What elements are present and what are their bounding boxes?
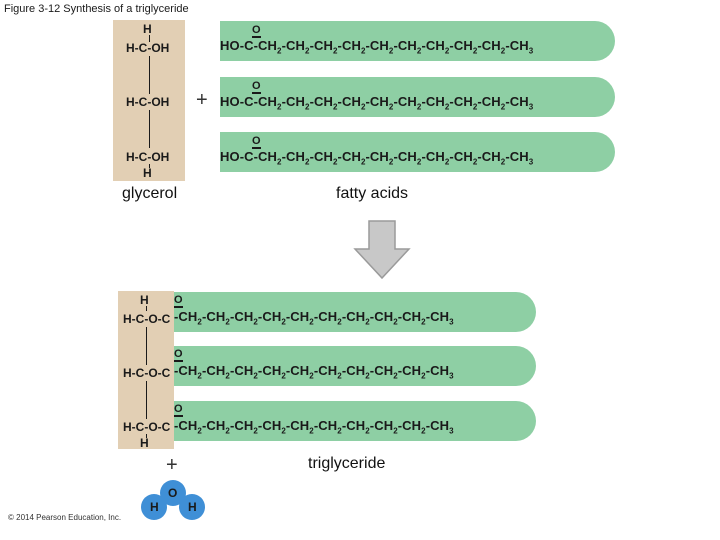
triglyceride-row-1: H-C-O-C xyxy=(123,312,171,326)
glycerol-bond-bottom xyxy=(149,164,150,168)
triglyceride-chain-bar-1: -CH2-CH2-CH2-CH2-CH2-CH2-CH2-CH2-CH2-CH3 xyxy=(174,292,536,332)
water-oxygen: O xyxy=(168,486,178,500)
plus-sign: + xyxy=(196,89,208,111)
glycerol-row-2: H-C-OH xyxy=(126,95,170,109)
ester-carbonyl-oxygen: O xyxy=(174,294,183,308)
glycerol-bond-2-3 xyxy=(149,110,150,148)
copyright-credit: © 2014 Pearson Education, Inc. xyxy=(8,513,122,522)
triglyceride-chain: -CH2-CH2-CH2-CH2-CH2-CH2-CH2-CH2-CH2-CH3 xyxy=(174,418,454,436)
glycerol-bond-1-2 xyxy=(149,56,150,94)
carbonyl-oxygen: O xyxy=(252,24,261,38)
water-hydrogen-left: H xyxy=(150,500,159,514)
glycerol-row-3: H-C-OH xyxy=(126,150,170,164)
glycerol-top-h: H xyxy=(143,22,152,36)
triglyceride-bottom-h: H xyxy=(140,436,149,450)
triglyceride-row-3: H-C-O-C xyxy=(123,420,171,434)
ester-carbonyl-oxygen: O xyxy=(174,403,183,417)
glycerol-bottom-h: H xyxy=(143,166,152,180)
ester-carbonyl-oxygen: O xyxy=(174,348,183,362)
fatty-acid-chain: HO-C-CH2-CH2-CH2-CH2-CH2-CH2-CH2-CH2-CH2… xyxy=(220,149,534,167)
glycerol-row-1: H-C-OH xyxy=(126,41,170,55)
figure-title: Figure 3-12 Synthesis of a triglyceride xyxy=(4,3,189,15)
triglyceride-row-2: H-C-O-C xyxy=(123,366,171,380)
triglyceride-chain-bar-2: -CH2-CH2-CH2-CH2-CH2-CH2-CH2-CH2-CH2-CH3 xyxy=(174,346,536,386)
triglyceride-top-h: H xyxy=(140,293,149,307)
fatty-acid-bar-2: O HO-C-CH2-CH2-CH2-CH2-CH2-CH2-CH2-CH2-C… xyxy=(220,77,615,117)
triglyceride-bond-1-2 xyxy=(146,327,147,365)
glycerol-block xyxy=(113,20,185,181)
fatty-acids-label: fatty acids xyxy=(336,185,409,202)
carbonyl-oxygen: O xyxy=(252,135,261,149)
fatty-acid-bar-1: O HO-C-CH2-CH2-CH2-CH2-CH2-CH2-CH2-CH2-C… xyxy=(220,21,615,61)
triglyceride-glycerol-block xyxy=(118,291,174,449)
carbonyl-oxygen: O xyxy=(252,80,261,94)
fatty-acid-chain: HO-C-CH2-CH2-CH2-CH2-CH2-CH2-CH2-CH2-CH2… xyxy=(220,38,534,56)
triglyceride-chain: -CH2-CH2-CH2-CH2-CH2-CH2-CH2-CH2-CH2-CH3 xyxy=(174,309,454,327)
fatty-acid-chain: HO-C-CH2-CH2-CH2-CH2-CH2-CH2-CH2-CH2-CH2… xyxy=(220,94,534,112)
water-hydrogen-right: H xyxy=(188,500,197,514)
water-plus-sign: + xyxy=(166,454,178,476)
triglyceride-bond-top xyxy=(146,306,147,311)
glycerol-label: glycerol xyxy=(122,185,178,202)
water-molecule-icon xyxy=(141,480,205,520)
triglyceride-bond-2-3 xyxy=(146,381,147,419)
reaction-arrow-icon xyxy=(353,220,411,280)
fatty-acid-bar-3: O HO-C-CH2-CH2-CH2-CH2-CH2-CH2-CH2-CH2-C… xyxy=(220,132,615,172)
triglyceride-label: triglyceride xyxy=(308,455,386,472)
triglyceride-bond-bottom xyxy=(146,434,147,438)
triglyceride-chain: -CH2-CH2-CH2-CH2-CH2-CH2-CH2-CH2-CH2-CH3 xyxy=(174,363,454,381)
glycerol-bond-top xyxy=(149,35,150,42)
triglyceride-chain-bar-3: -CH2-CH2-CH2-CH2-CH2-CH2-CH2-CH2-CH2-CH3 xyxy=(174,401,536,441)
